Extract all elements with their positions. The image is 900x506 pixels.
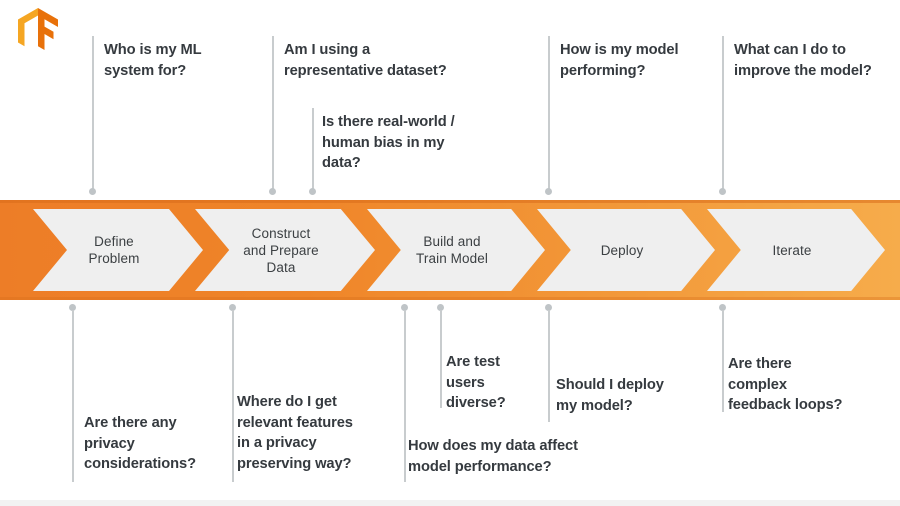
process-step-label: Define Problem	[88, 234, 140, 266]
chevron-group: Define Problem Construct and Prepare Dat…	[0, 200, 900, 300]
connector-line-bottom-6	[722, 310, 724, 412]
question-below-2: Where do I get relevant features in a pr…	[237, 394, 353, 472]
process-step-build-and-train-model[interactable]: Build and Train Model	[367, 209, 545, 291]
tensorflow-logo	[18, 8, 58, 50]
connector-dot-top-1	[89, 188, 96, 195]
connector-dot-bottom-1	[69, 304, 76, 311]
connector-line-top-5	[722, 36, 724, 191]
connector-dot-top-3	[309, 188, 316, 195]
question-above-2: Am I using a representative dataset?	[284, 42, 447, 79]
question-above-1: Who is my ML system for?	[104, 42, 202, 79]
question-below-3: Are test users diverse?	[446, 354, 506, 411]
connector-dot-top-4	[545, 188, 552, 195]
process-step-define-problem[interactable]: Define Problem	[33, 209, 203, 291]
ml-workflow-bar: Define Problem Construct and Prepare Dat…	[0, 200, 900, 300]
question-above-3: Is there real-world / human bias in my d…	[322, 114, 455, 171]
connector-dot-bottom-3	[401, 304, 408, 311]
connector-dot-bottom-6	[719, 304, 726, 311]
connector-line-bottom-5	[548, 310, 550, 422]
connector-dot-top-2	[269, 188, 276, 195]
process-step-label: Iterate	[772, 242, 812, 258]
question-above-4: How is my model performing?	[560, 42, 679, 79]
connector-line-bottom-1	[72, 310, 74, 482]
connector-line-top-3	[312, 108, 314, 191]
connector-dot-top-5	[719, 188, 726, 195]
question-below-6: Are there complex feedback loops?	[728, 356, 843, 413]
connector-line-top-2	[272, 36, 274, 191]
connector-line-top-4	[548, 36, 550, 191]
connector-line-top-1	[92, 36, 94, 191]
process-step-iterate[interactable]: Iterate	[707, 209, 885, 291]
connector-dot-bottom-5	[545, 304, 552, 311]
connector-dot-bottom-2	[229, 304, 236, 311]
connector-line-bottom-2	[232, 310, 234, 482]
question-below-4: How does my data affect model performanc…	[408, 438, 578, 475]
process-step-label: Deploy	[600, 242, 644, 258]
process-step-label: Build and Train Model	[416, 234, 488, 266]
process-step-deploy[interactable]: Deploy	[537, 209, 715, 291]
process-step-construct-and-prepare-data[interactable]: Construct and Prepare Data	[195, 209, 375, 291]
process-step-label: Construct and Prepare Data	[243, 225, 319, 275]
connector-line-bottom-3	[404, 310, 406, 482]
bottom-strip	[0, 500, 900, 506]
connector-dot-bottom-4	[437, 304, 444, 311]
question-below-1: Are there any privacy considerations?	[84, 415, 196, 472]
process-bar-bottom-edge	[0, 297, 900, 300]
question-above-5: What can I do to improve the model?	[734, 42, 872, 79]
question-below-5: Should I deploy my model?	[556, 377, 664, 414]
connector-line-bottom-4	[440, 310, 442, 408]
process-bar-top-edge	[0, 200, 900, 203]
